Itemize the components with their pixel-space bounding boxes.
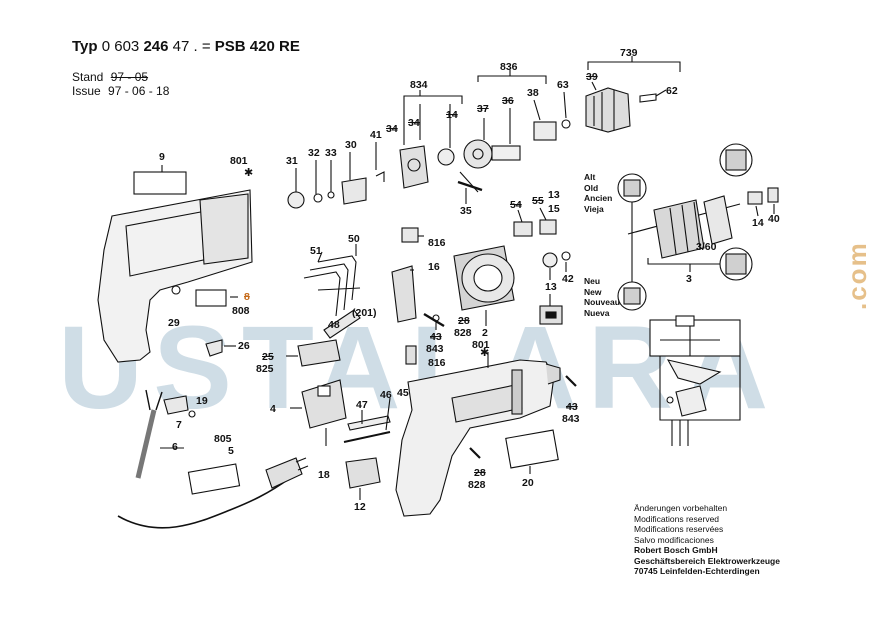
svg-text:✱: ✱ [480, 347, 489, 359]
note-line: Salvo modificaciones [634, 534, 714, 545]
label-2: 2 [482, 327, 488, 339]
issue-value: 97 - 06 - 18 [108, 84, 170, 98]
label-14-right: 14 [752, 217, 764, 229]
svg-text:✱: ✱ [244, 167, 253, 179]
label-38: 38 [527, 87, 539, 99]
label-8: 8 [244, 291, 250, 303]
label-29: 29 [168, 317, 180, 329]
label-7: 7 [176, 419, 182, 431]
legend-alt-line: Vieja [584, 203, 604, 214]
label-4: 4 [270, 403, 276, 415]
label-46: 46 [380, 389, 392, 401]
label-14-top: 14 [446, 109, 458, 121]
label-6: 6 [172, 441, 178, 453]
note-line: Geschäftsbereich Elektrowerkzeuge [634, 555, 780, 566]
label-19: 19 [196, 395, 208, 407]
label-30: 30 [345, 139, 357, 151]
label-9: 9 [159, 151, 165, 163]
label-3: 3 [686, 273, 692, 285]
legend-neu-line: Nueva [584, 307, 610, 318]
label-40: 40 [768, 213, 780, 225]
label-28-mid: 28 [458, 315, 470, 327]
legend-alt-line: Alt [584, 172, 596, 182]
note-line: Robert Bosch GmbH [634, 545, 718, 555]
note-line: Modifications reserved [634, 513, 720, 524]
label-34-mid: 34 [408, 117, 420, 129]
label-26: 26 [238, 340, 250, 352]
label-42: 42 [562, 273, 574, 285]
label-43-mid: 43 [430, 331, 442, 343]
label-20: 20 [522, 477, 534, 489]
model-name: PSB 420 RE [214, 38, 300, 55]
typ-prefix: Typ [72, 38, 98, 55]
label-50: 50 [348, 233, 360, 245]
label-834: 834 [410, 79, 428, 91]
label-805: 805 [214, 433, 232, 445]
note-line: 70745 Leinfelden-Echterdingen [634, 566, 760, 576]
label-48: 48 [328, 319, 340, 331]
label-55: 55 [532, 195, 544, 207]
label-63: 63 [557, 79, 569, 91]
note-line: Änderungen vorbehalten [634, 503, 728, 513]
label-816-mid: 816 [428, 357, 446, 369]
label-15: 15 [548, 203, 560, 215]
label-13-top: 13 [548, 189, 560, 201]
label-836: 836 [500, 61, 518, 73]
stand-label: Stand [72, 70, 104, 84]
label-54: 54 [510, 199, 522, 211]
legend-neu-line: New [584, 286, 602, 297]
label-62: 62 [666, 85, 678, 97]
label-39: 39 [586, 71, 598, 83]
typ-suffix: 47 . = [172, 38, 211, 55]
label-16: 16 [428, 261, 440, 273]
label-739: 739 [620, 47, 638, 59]
label-3-60: 3/60 [696, 241, 717, 253]
label-41: 41 [370, 129, 382, 141]
label-828-mid: 828 [454, 327, 472, 339]
label-5: 5 [228, 445, 234, 457]
legend-neu-line: Nouveau [584, 297, 620, 307]
label-801-mid: 801 [472, 339, 490, 351]
label-33: 33 [325, 147, 337, 159]
issue-line: Issue 97 - 06 - 18 [72, 84, 169, 98]
label-843-right: 843 [562, 413, 580, 425]
label-843-mid: 843 [426, 343, 444, 355]
label-25: 25 [262, 351, 274, 363]
type-line: Typ 0 603 246 47 . = PSB 420 RE [72, 38, 300, 55]
label-35: 35 [460, 205, 472, 217]
footer-notes: Änderungen vorbehalten Modifications res… [634, 503, 780, 577]
label-816-top: 816 [428, 237, 446, 249]
label-201: (201) [352, 307, 377, 319]
label-808: 808 [232, 305, 250, 317]
legend-alt-line: Ancien [584, 193, 613, 203]
label-51: 51 [310, 245, 322, 257]
legend-alt-line: Old [584, 182, 599, 193]
label-37: 37 [477, 103, 489, 115]
label-825: 825 [256, 363, 274, 375]
legend-neu: Neu New Nouveau Nueva [584, 276, 620, 318]
label-12: 12 [354, 501, 366, 513]
label-45: 45 [397, 387, 409, 399]
stand-value: 97 - 05 [110, 70, 149, 84]
label-34-left: 34 [386, 123, 398, 135]
typ-bold: 246 [143, 38, 169, 55]
label-28-bottom: 28 [474, 467, 486, 479]
label-31: 31 [286, 155, 298, 167]
note-line: Modifications reservées [634, 524, 724, 534]
issue-label: Issue [72, 84, 101, 98]
label-47: 47 [356, 399, 368, 411]
label-36: 36 [502, 95, 514, 107]
stand-line: Stand 97 - 05 [72, 70, 148, 84]
legend-alt: Alt Old Ancien Vieja [584, 172, 612, 214]
label-828-bottom: 828 [468, 479, 486, 491]
label-13-mid: 13 [545, 281, 557, 293]
label-801-top: 801 [230, 155, 248, 167]
label-43-right: 43 [566, 401, 578, 413]
label-18: 18 [318, 469, 330, 481]
typ-number: 0 603 [101, 38, 140, 55]
legend-neu-line: Neu [584, 276, 601, 286]
label-32: 32 [308, 147, 320, 159]
